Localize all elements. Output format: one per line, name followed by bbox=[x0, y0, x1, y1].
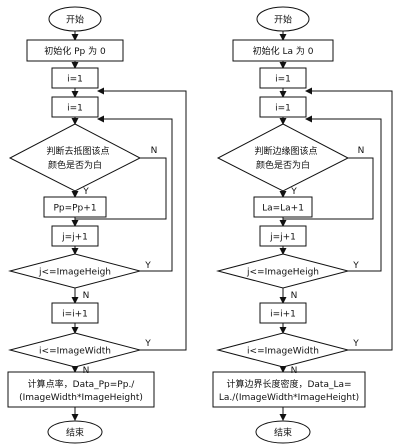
right-pixel-no-label: N bbox=[358, 146, 365, 156]
left-width-yes-label: Y bbox=[144, 339, 151, 349]
left-width-decision-label: i<=ImageWidth bbox=[39, 347, 111, 357]
left-start-label: 开始 bbox=[66, 14, 84, 26]
right-pixel-decision bbox=[216, 123, 350, 192]
right-incr-j-label: j=j+1 bbox=[269, 233, 296, 243]
right-pixel-decision-line2: 颜色是否为白 bbox=[256, 159, 310, 171]
left-set-i-label: i=1 bbox=[67, 75, 83, 85]
left-height-no-label: N bbox=[83, 291, 90, 301]
left-pixel-decision bbox=[8, 123, 142, 192]
left-compute-box bbox=[7, 371, 155, 408]
right-set-j-label: i=1 bbox=[275, 104, 291, 114]
right-end-terminal bbox=[255, 420, 311, 444]
left-end-terminal bbox=[47, 420, 103, 444]
right-incr-i-label: i=i+1 bbox=[270, 310, 296, 320]
left-incr-i-label: i=i+1 bbox=[62, 310, 88, 320]
right-height-no-label: N bbox=[291, 291, 298, 301]
left-flowchart bbox=[7, 6, 187, 444]
right-pixel-yes-label: Y bbox=[290, 187, 297, 197]
left-init-label: 初始化 Pp 为 0 bbox=[44, 45, 106, 57]
left-height-yes-label: Y bbox=[144, 261, 151, 271]
left-compute-line2: (ImageWidth*ImageHeight) bbox=[19, 393, 143, 403]
left-incr-j-label: j=j+1 bbox=[61, 233, 88, 243]
left-height-decision-label: j<=ImageHeigh bbox=[38, 268, 111, 278]
right-compute-line2: La./(ImageWidth*ImageHeight) bbox=[219, 393, 359, 403]
left-pixel-no-label: N bbox=[151, 146, 158, 156]
right-flowchart-text: 开始 初始化 La 为 0 i=1 i=1 判断边缘图该点 颜色是否为白 La=… bbox=[219, 14, 364, 439]
right-width-decision-label: i<=ImageWidth bbox=[247, 347, 319, 357]
left-incr-count-label: Pp=Pp+1 bbox=[53, 204, 96, 214]
left-width-no-label: N bbox=[83, 366, 90, 376]
left-pixel-decision-line2: 颜色是否为白 bbox=[48, 159, 102, 171]
right-width-yes-label: Y bbox=[352, 339, 359, 349]
right-compute-box bbox=[212, 371, 366, 408]
left-end-label: 结束 bbox=[66, 427, 84, 439]
left-pixel-decision-line1: 判断去抵图该点 bbox=[46, 145, 109, 157]
left-flowchart-text: 开始 初始化 Pp 为 0 i=1 i=1 判断去抵图该点 颜色是否为白 Pp=… bbox=[19, 14, 157, 439]
left-compute-line1: 计算点率，Data_Pp=Pp./ bbox=[28, 378, 136, 390]
right-start-label: 开始 bbox=[274, 14, 292, 26]
right-set-i-label: i=1 bbox=[275, 75, 291, 85]
right-height-decision-label: j<=ImageHeigh bbox=[246, 268, 319, 278]
right-width-no-label: N bbox=[291, 366, 298, 376]
right-pixel-decision-line1: 判断边缘图该点 bbox=[254, 145, 317, 157]
right-init-label: 初始化 La 为 0 bbox=[253, 45, 314, 57]
left-pixel-yes-label: Y bbox=[82, 187, 89, 197]
right-incr-count-label: La=La+1 bbox=[262, 204, 304, 214]
right-compute-line1: 计算边界长度密度，Data_La= bbox=[226, 378, 351, 390]
right-height-yes-label: Y bbox=[352, 261, 359, 271]
left-set-j-label: i=1 bbox=[67, 104, 83, 114]
right-end-label: 结束 bbox=[274, 427, 292, 439]
right-flowchart bbox=[212, 6, 393, 444]
